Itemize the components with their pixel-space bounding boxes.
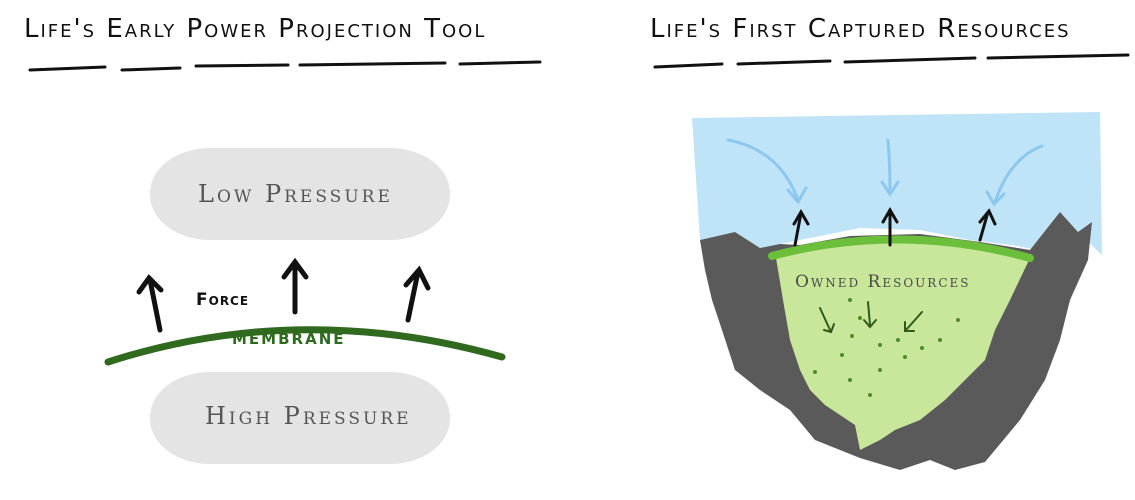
right-title-underlines [655,55,1128,67]
membrane-label: Membrane [232,330,346,348]
owned-resources-label: Owned Resources [795,272,970,292]
left-title-underlines [30,62,540,70]
force-label: Force [196,290,249,310]
force-arrows [139,262,428,330]
